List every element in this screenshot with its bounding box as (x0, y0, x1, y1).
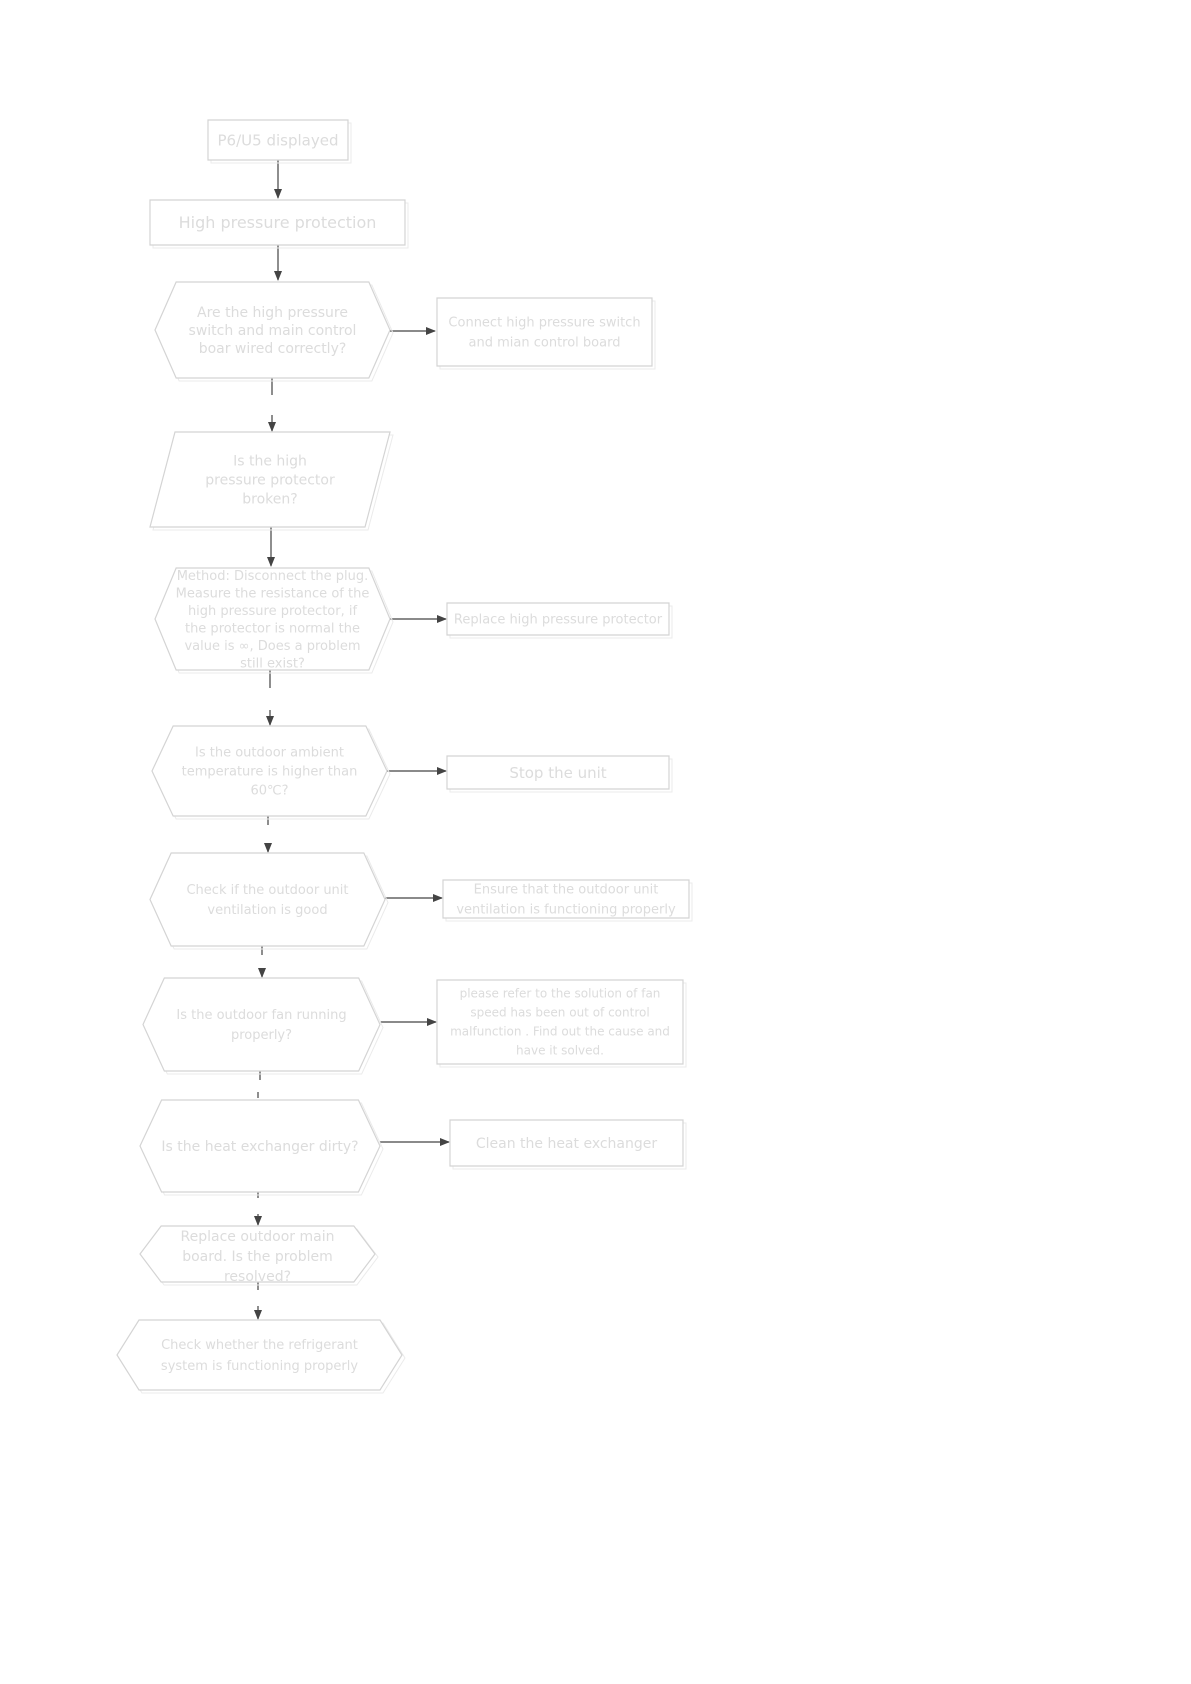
decision-ventilation-check-label-line: Check if the outdoor unit (186, 883, 348, 898)
decision-protector-broken-label-line: pressure protector (205, 472, 335, 488)
action-fan-speed-solution-label-line: malfunction . Find out the cause and (450, 1025, 670, 1039)
node-p6-u5-displayed-label-line: P6/U5 displayed (218, 131, 339, 149)
decision-replace-main-board-label-line: Replace outdoor main (181, 1229, 335, 1245)
decision-measure-resistance-label-line: high pressure protector, if (188, 604, 358, 619)
node-high-pressure-protection-label-line: High pressure protection (179, 213, 377, 232)
decision-measure-resistance-label-line: still exist? (240, 656, 305, 671)
decision-ambient-temperature-shape (151, 725, 388, 817)
decision-measure-resistance-label-line: the protector is normal the (185, 621, 360, 636)
action-connect-switch-board-label: Connect high pressure switch and mian con… (448, 316, 640, 351)
action-connect-switch-board-label-line: and mian control board (469, 336, 621, 351)
decision-fan-running-shape (142, 977, 381, 1072)
decision-fan-running-label-line: properly? (231, 1028, 292, 1043)
decision-protector-broken-label-line: Is the high (233, 453, 307, 469)
decision-measure-resistance-shape (154, 567, 391, 671)
decision-ventilation-check-label: Check if the outdoor unit ventilation is … (186, 883, 348, 918)
decision-ventilation-check-label-line: ventilation is good (207, 903, 327, 918)
node-high-pressure-protection-shape (149, 199, 406, 246)
node-check-refrigerant-system-label-line: Check whether the refrigerant (161, 1338, 358, 1353)
action-clean-heat-exchanger-label-line: Clean the heat exchanger (476, 1136, 658, 1152)
action-ensure-ventilation-label-line: Ensure that the outdoor unit (474, 883, 659, 898)
decision-ambient-temperature-label-line: temperature is higher than (182, 765, 358, 780)
action-fan-speed-solution-shape (436, 979, 684, 1065)
decision-protector-broken-label: Is the high pressure protector broken? (205, 453, 335, 507)
decision-wiring-check-label-line: boar wired correctly? (199, 341, 347, 357)
decision-protector-broken-label-line: broken? (242, 491, 297, 507)
decision-protector-broken-shape (149, 431, 391, 528)
action-ensure-ventilation-label-line: ventilation is functioning properly (456, 903, 676, 918)
decision-fan-running-label: Is the outdoor fan running properly? (176, 1008, 346, 1043)
action-fan-speed-solution-label-line: please refer to the solution of fan (460, 987, 661, 1001)
decision-ambient-temperature-label-line: Is the outdoor ambient (195, 746, 344, 761)
action-fan-speed-solution-label-line: have it solved. (516, 1044, 604, 1058)
decision-measure-resistance-label-line: value is ∞, Does a problem (184, 639, 360, 654)
decision-wiring-check-label-line: switch and main control (189, 323, 357, 339)
action-replace-protector-shape (446, 602, 670, 636)
decision-replace-main-board-label: Replace outdoor main board. Is the proble… (181, 1229, 335, 1285)
action-fan-speed-solution-label-line: speed has been out of control (470, 1006, 649, 1020)
action-ensure-ventilation-label: Ensure that the outdoor unit ventilation … (456, 883, 676, 918)
action-stop-unit-label: Stop the unit (509, 764, 606, 782)
shapes (116, 119, 693, 1394)
action-connect-switch-board-label-line: Connect high pressure switch (448, 316, 640, 331)
decision-ambient-temperature-label-line: 60℃? (250, 784, 288, 799)
decision-fan-running-label-line: Is the outdoor fan running (176, 1008, 346, 1023)
connectors (254, 160, 450, 1320)
decision-measure-resistance-label: Method: Disconnect the plug. Measure the … (176, 569, 370, 672)
decision-heat-exchanger-dirty-label: Is the heat exchanger dirty? (161, 1139, 358, 1155)
action-ensure-ventilation-shape (442, 879, 690, 919)
action-stop-unit-shape (446, 755, 670, 790)
action-connect-switch-board-shape (436, 297, 653, 367)
node-check-refrigerant-system-shape (116, 1319, 403, 1391)
node-check-refrigerant-system-label-line: system is functioning properly (161, 1359, 358, 1374)
decision-replace-main-board-label-line: board. Is the problem (182, 1249, 333, 1265)
node-p6-u5-displayed-shape (207, 119, 349, 161)
action-fan-speed-solution-label: please refer to the solution of fan speed… (450, 987, 670, 1058)
decision-heat-exchanger-dirty-label-line: Is the heat exchanger dirty? (161, 1139, 358, 1155)
decision-measure-resistance-label-line: Method: Disconnect the plug. (177, 569, 369, 584)
decision-ventilation-check-shape (149, 852, 386, 947)
node-check-refrigerant-system-label: Check whether the refrigerant system is f… (161, 1338, 358, 1374)
decision-wiring-check-label-line: Are the high pressure (197, 305, 348, 321)
action-stop-unit-label-line: Stop the unit (509, 764, 606, 782)
action-clean-heat-exchanger-shape (449, 1119, 684, 1167)
node-high-pressure-protection-label: High pressure protection (179, 213, 377, 232)
decision-replace-main-board-label-line: resolved? (224, 1269, 291, 1285)
action-clean-heat-exchanger-label: Clean the heat exchanger (476, 1136, 658, 1152)
decision-heat-exchanger-dirty-shape (139, 1099, 381, 1193)
action-replace-protector-label: Replace high pressure protector (454, 613, 663, 628)
decision-measure-resistance-label-line: Measure the resistance of the (176, 586, 370, 601)
action-replace-protector-label-line: Replace high pressure protector (454, 613, 663, 628)
decision-wiring-check-label: Are the high pressure switch and main con… (189, 305, 357, 357)
decision-wiring-check-shape (154, 281, 391, 379)
decision-replace-main-board-shape (139, 1225, 376, 1283)
decision-ambient-temperature-label: Is the outdoor ambient temperature is hig… (182, 746, 358, 799)
node-p6-u5-displayed-label: P6/U5 displayed (218, 131, 339, 149)
